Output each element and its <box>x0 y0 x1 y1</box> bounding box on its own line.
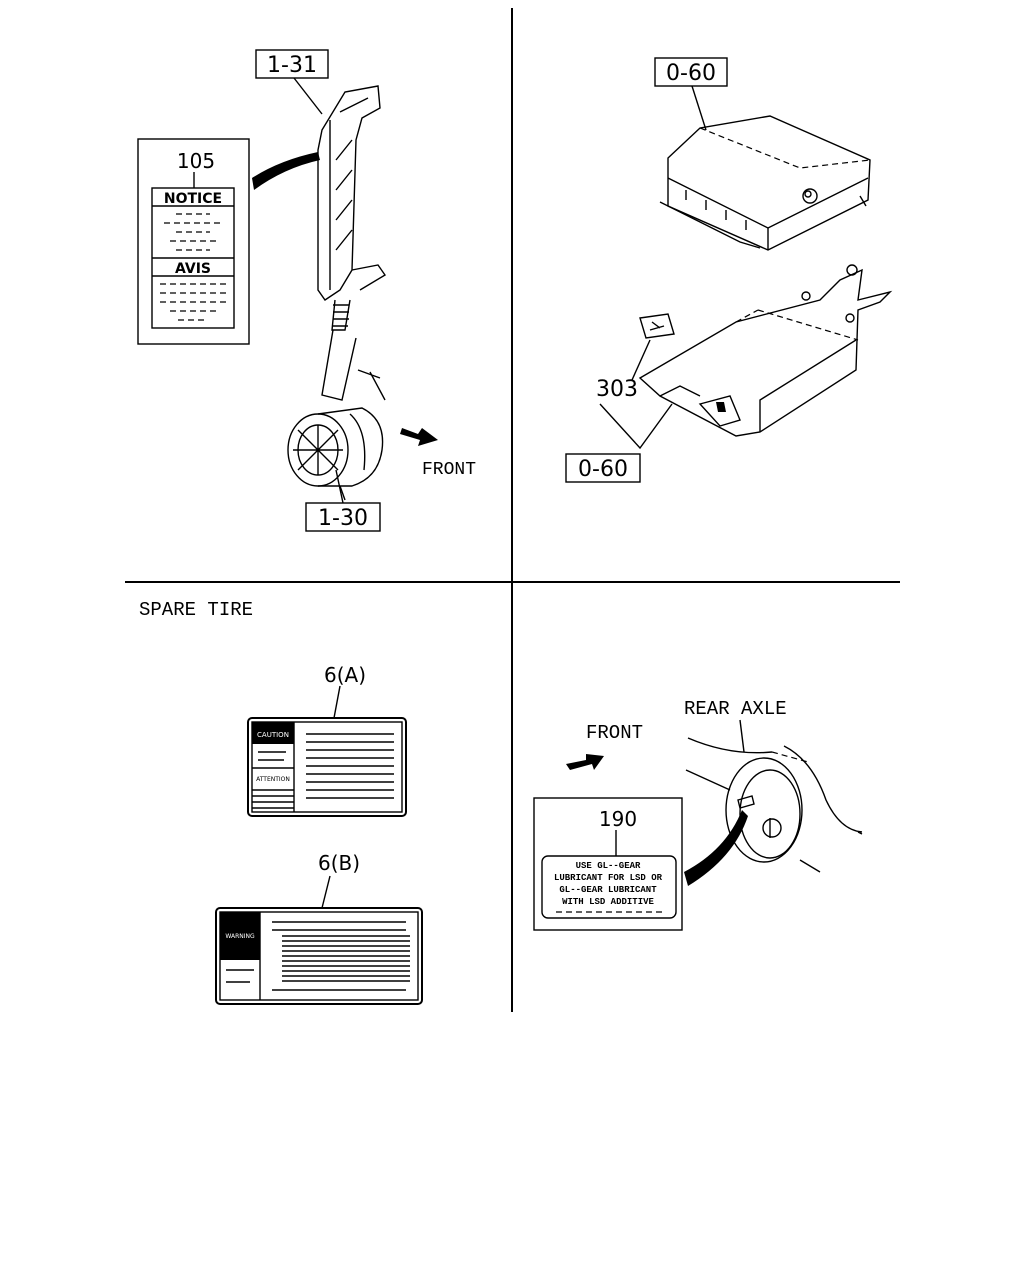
callout-box-0-60-bottom <box>565 453 641 483</box>
leader-wedge-105 <box>252 152 320 190</box>
control-module <box>659 115 871 251</box>
callout-190: 190 <box>599 807 637 831</box>
label-6b-warning: WARNING <box>225 933 255 940</box>
air-intake-assembly <box>287 85 387 501</box>
callout-1-31: 1-31 <box>267 53 317 78</box>
axle-label-frame <box>533 797 683 931</box>
callout-6b: 6(B) <box>318 851 360 875</box>
avis-heading: AVIS <box>175 261 211 277</box>
callout-6a: 6(A) <box>324 663 366 687</box>
callout-0-60-top: 0-60 <box>666 61 716 86</box>
axle-label <box>541 855 677 919</box>
axle-label-line-1: USE GL--GEAR <box>576 861 641 871</box>
axle-label-line-2: LUBRICANT FOR LSD OR <box>554 873 663 883</box>
label-6a-attention: ATTENTION <box>256 776 290 783</box>
callout-box-1-31 <box>255 49 329 79</box>
front-direction-label-2: FRONT <box>586 722 643 744</box>
rear-axle-label: REAR AXLE <box>684 698 787 720</box>
callout-1-30: 1-30 <box>318 506 368 531</box>
label-6b: WARNING <box>215 907 423 1005</box>
notice-label-frame <box>137 138 250 345</box>
callout-box-0-60-top <box>654 57 728 87</box>
mounting-bracket <box>638 264 893 437</box>
axle-label-line-4: WITH LSD ADDITIVE <box>562 897 654 907</box>
axle-label-line-3: GL--GEAR LUBRICANT <box>559 885 657 895</box>
front-direction-label: FRONT <box>422 460 476 480</box>
leader-303-0-60 <box>599 403 673 450</box>
label-6a: CAUTION ATTENTION <box>247 717 407 817</box>
front-arrow-icon <box>400 428 438 446</box>
notice-heading: NOTICE <box>164 191 222 207</box>
rear-axle-housing <box>685 737 863 873</box>
caution-sticker <box>639 313 675 339</box>
spare-tire-title: SPARE TIRE <box>139 599 253 621</box>
callout-303: 303 <box>596 377 638 402</box>
front-arrow-icon-2 <box>566 754 604 770</box>
leader-wedge-190 <box>684 810 748 886</box>
callout-105: 105 <box>177 149 215 173</box>
callout-0-60-bottom: 0-60 <box>578 457 628 482</box>
label-6a-caution: CAUTION <box>257 731 289 739</box>
